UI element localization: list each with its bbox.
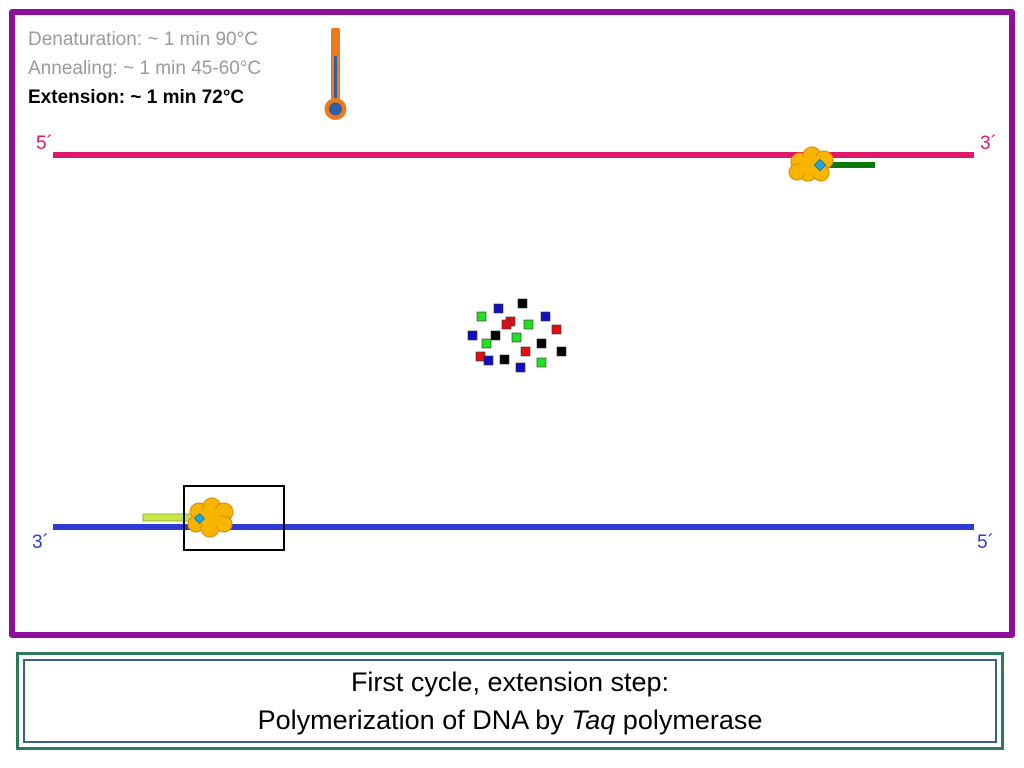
bottom-strand-3prime-label: 3´: [32, 532, 49, 553]
nucleotide: [483, 355, 494, 366]
nucleotide: [551, 324, 562, 335]
nucleotide: [490, 330, 501, 341]
nucleotide: [536, 338, 547, 349]
taq-polymerase-top: [788, 146, 834, 182]
step-extension: Extension: ~ 1 min 72°C: [28, 87, 245, 108]
caption-inner: First cycle, extension step: Polymerizat…: [23, 659, 997, 743]
bottom-template-strand: [53, 524, 974, 530]
new-strand-top: [826, 162, 875, 168]
nucleotide: [523, 319, 534, 330]
nucleotide: [475, 351, 486, 362]
active-site-top: [813, 158, 827, 172]
caption-taq-italic: Taq: [571, 705, 616, 735]
bottom-strand-5prime-label: 5´: [977, 532, 994, 553]
nucleotide: [467, 330, 478, 341]
highlight-box: [183, 485, 285, 551]
nucleotide: [556, 346, 567, 357]
thermometer-bulb-inner: [329, 102, 342, 116]
nucleotide: [515, 362, 526, 373]
top-template-strand: [53, 152, 974, 158]
nucleotide: [481, 338, 492, 349]
nucleotide: [536, 357, 547, 368]
caption-line-1: First cycle, extension step:: [350, 667, 670, 697]
nucleotide: [501, 319, 512, 330]
free-nucleotides: [467, 298, 567, 373]
nucleotide: [520, 346, 531, 357]
step-annealing: Annealing: ~ 1 min 45-60°C: [28, 58, 262, 79]
new-strand-bottom: [142, 513, 190, 522]
nucleotide: [540, 311, 551, 322]
caption-line-2-end: polymerase: [615, 705, 763, 735]
nucleotide: [499, 354, 510, 365]
thermometer-mercury: [334, 56, 337, 108]
active-site-bottom: [193, 512, 206, 525]
caption-box: First cycle, extension step: Polymerizat…: [16, 652, 1004, 750]
pcr-step-list: Denaturation: ~ 1 min 90°C Annealing: ~ …: [28, 25, 261, 112]
top-strand-5prime-label: 5´: [36, 133, 53, 154]
step-denaturation: Denaturation: ~ 1 min 90°C: [28, 29, 258, 50]
thermometer-icon: [324, 28, 347, 120]
nucleotide: [476, 311, 487, 322]
nucleotide: [493, 303, 504, 314]
pcr-scene: [53, 28, 974, 551]
taq-polymerase-bottom: [187, 497, 234, 538]
nucleotide: [517, 298, 528, 309]
caption-line-2-start: Polymerization of DNA by: [257, 705, 572, 735]
top-strand-3prime-label: 3´: [980, 133, 997, 154]
diagram-frame: [9, 9, 1015, 638]
caption-line-2: Polymerization of DNA by Taq polymerase: [258, 701, 763, 739]
nucleotide: [511, 332, 522, 343]
